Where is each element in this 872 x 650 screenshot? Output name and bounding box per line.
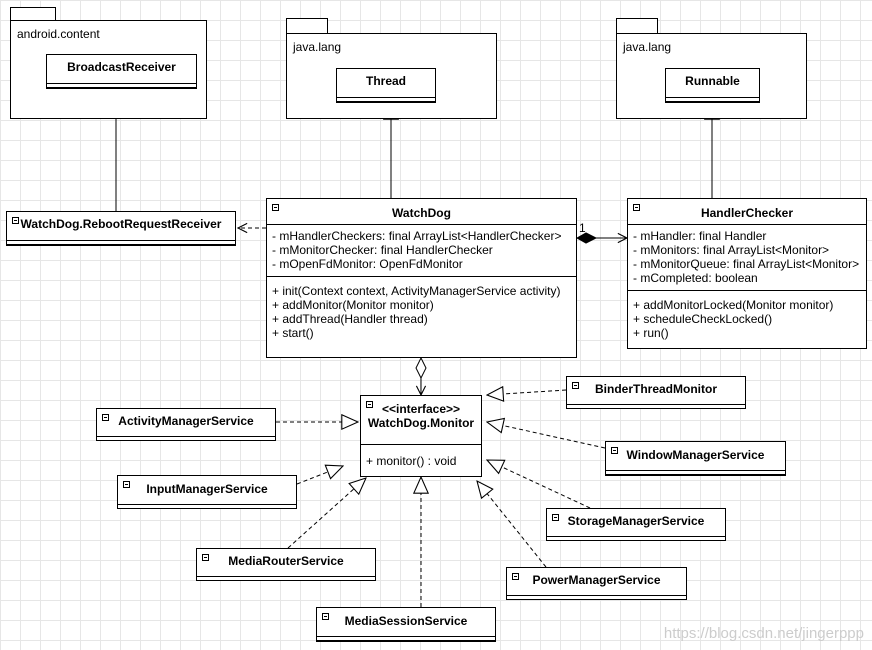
class-name: BinderThreadMonitor <box>595 382 717 396</box>
watchdog-operations: + init(Context context, ActivityManagerS… <box>267 277 576 343</box>
handlerchecker-attributes: - mHandler: final Handler - mMonitors: f… <box>628 225 866 290</box>
interface-stereotype: <<interface>> <box>381 402 461 416</box>
class-binderthreadmonitor[interactable]: BinderThreadMonitor <box>566 376 746 409</box>
input-implements-monitor <box>296 466 343 485</box>
attribute: - mMonitorQueue: final ArrayList<Monitor… <box>633 257 860 271</box>
class-icon <box>202 554 209 561</box>
package-name: java.lang <box>623 40 672 54</box>
class-icon <box>633 204 640 211</box>
attribute: - mMonitorChecker: final HandlerChecker <box>272 243 493 257</box>
class-icon <box>123 481 130 488</box>
operation: + run() <box>633 326 669 340</box>
class-thread[interactable]: Thread <box>336 68 436 103</box>
class-icon <box>12 217 19 224</box>
class-icon <box>322 613 329 620</box>
class-name: Runnable <box>685 74 740 88</box>
class-windowmanagerservice[interactable]: WindowManagerService <box>605 441 786 476</box>
monitor-operations: + monitor() : void <box>361 445 481 471</box>
attribute: - mMonitors: final ArrayList<Monitor> <box>633 243 830 257</box>
class-name: MediaRouterService <box>228 554 344 568</box>
class-name: HandlerChecker <box>700 206 794 220</box>
class-powermanagerservice[interactable]: PowerManagerService <box>506 567 687 600</box>
class-name: Thread <box>365 74 406 88</box>
window-implements-monitor <box>487 422 606 449</box>
class-name: ActivityManagerService <box>118 414 254 428</box>
attribute: - mOpenFdMonitor: OpenFdMonitor <box>272 257 463 271</box>
class-mediasessionservice[interactable]: MediaSessionService <box>316 607 496 642</box>
mediarouter-implements-monitor <box>287 478 366 549</box>
class-icon <box>552 514 559 521</box>
class-name: WatchDog <box>392 206 451 220</box>
attribute: - mCompleted: boolean <box>633 271 758 285</box>
class-mediarouterservice[interactable]: MediaRouterService <box>196 548 376 581</box>
class-icon <box>611 447 618 454</box>
package-java-lang-thread[interactable]: java.lang <box>286 33 497 119</box>
class-icon <box>366 401 373 408</box>
class-icon <box>102 414 109 421</box>
operation: + start() <box>272 326 314 340</box>
interface-watchdog-monitor[interactable]: <<interface>> WatchDog.Monitor + monitor… <box>360 395 482 477</box>
class-name: InputManagerService <box>146 482 268 496</box>
class-runnable[interactable]: Runnable <box>665 68 760 103</box>
class-activitymanagerservice[interactable]: ActivityManagerService <box>96 408 276 441</box>
class-storagemanagerservice[interactable]: StorageManagerService <box>546 508 726 541</box>
class-name: WindowManagerService <box>626 448 765 462</box>
class-name: WatchDog.Monitor <box>367 416 475 430</box>
package-tab-android-content <box>10 7 56 21</box>
watermark: https://blog.csdn.net/jingerppp <box>663 625 864 642</box>
class-reboot-request-receiver[interactable]: WatchDog.RebootRequestReceiver <box>6 211 236 246</box>
class-inputmanagerservice[interactable]: InputManagerService <box>117 475 297 509</box>
class-watchdog[interactable]: WatchDog - mHandlerCheckers: final Array… <box>266 198 577 358</box>
class-name: WatchDog.RebootRequestReceiver <box>20 217 222 231</box>
handlerchecker-operations: + addMonitorLocked(Monitor monitor) + sc… <box>628 291 866 343</box>
power-implements-monitor <box>477 481 547 568</box>
operation: + scheduleCheckLocked() <box>633 312 773 326</box>
class-icon <box>572 382 579 389</box>
storage-implements-monitor <box>487 460 591 509</box>
class-handlerchecker[interactable]: HandlerChecker - mHandler: final Handler… <box>627 198 867 349</box>
package-name: java.lang <box>293 40 342 54</box>
class-name: StorageManagerService <box>567 514 705 528</box>
package-tab-java-lang-thread <box>286 18 328 34</box>
package-tab-java-lang-runnable <box>616 18 658 34</box>
package-name: android.content <box>17 27 100 41</box>
attribute: - mHandlerCheckers: final ArrayList<Hand… <box>272 229 562 243</box>
class-broadcastreceiver[interactable]: BroadcastReceiver <box>46 54 197 89</box>
class-icon <box>512 573 519 580</box>
binder-implements-monitor <box>487 390 567 395</box>
class-name: PowerManagerService <box>532 573 661 587</box>
operation: + addMonitorLocked(Monitor monitor) <box>633 298 834 312</box>
class-icon <box>272 204 279 211</box>
attribute: - mHandler: final Handler <box>633 229 767 243</box>
operation: + init(Context context, ActivityManagerS… <box>272 284 561 298</box>
aggregation-diamond <box>415 356 427 380</box>
operation: + addThread(Handler thread) <box>272 312 428 326</box>
operation: + addMonitor(Monitor monitor) <box>272 298 434 312</box>
watchdog-attributes: - mHandlerCheckers: final ArrayList<Hand… <box>267 225 576 276</box>
class-name: BroadcastReceiver <box>67 60 176 74</box>
class-name: MediaSessionService <box>344 614 468 628</box>
operation: + monitor() : void <box>366 454 457 468</box>
composition-multiplicity: 1 <box>579 221 586 235</box>
